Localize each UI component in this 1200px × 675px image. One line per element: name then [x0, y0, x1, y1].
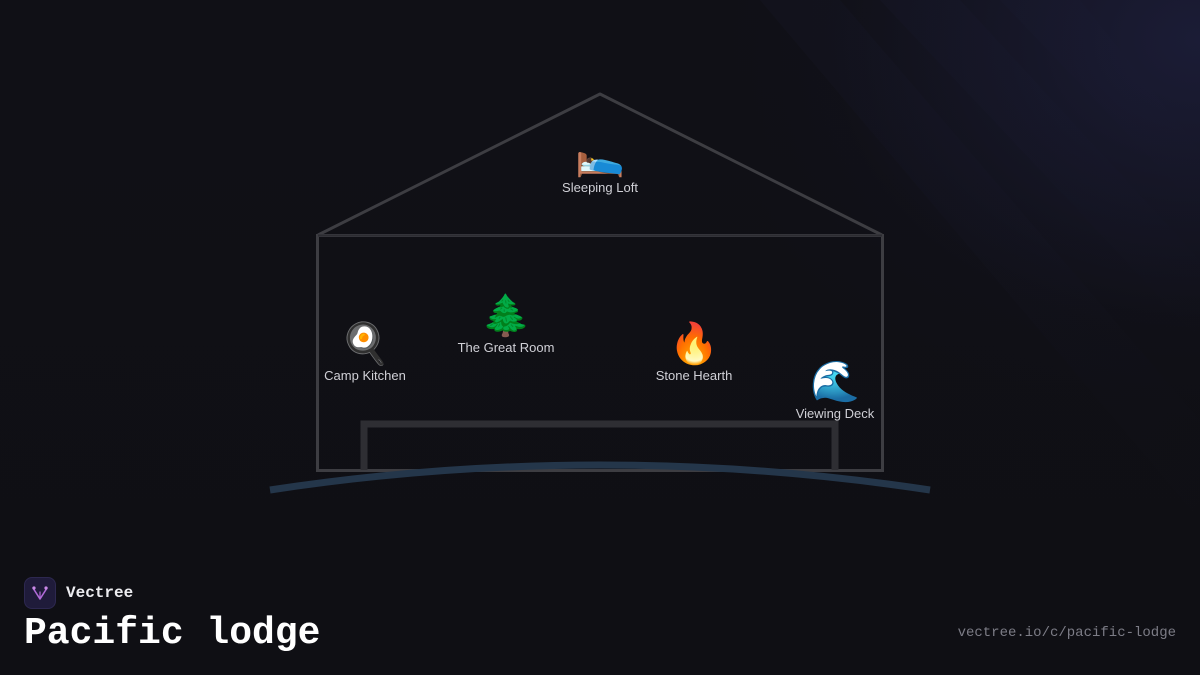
page-title: Pacific lodge [24, 612, 321, 655]
water-wave-icon: 🌊 [810, 360, 860, 404]
ground-arc [269, 461, 931, 494]
room-label: Stone Hearth [655, 368, 733, 383]
brand[interactable]: Vectree [24, 577, 133, 609]
vectree-logo-icon [24, 577, 56, 609]
room-label: The Great Room [457, 340, 555, 355]
inner-frame [360, 420, 839, 470]
room-viewing-deck[interactable]: 🌊 Viewing Deck [796, 360, 875, 422]
fire-icon: 🔥 [669, 322, 719, 366]
frying-pan-icon: 🍳 [340, 322, 390, 366]
room-label: Viewing Deck [795, 406, 875, 421]
evergreen-tree-icon: 🌲 [481, 294, 531, 338]
room-label: Camp Kitchen [324, 368, 406, 383]
room-label: Sleeping Loft [562, 180, 638, 195]
bed-icon: 🛌 [575, 134, 625, 178]
room-great-room[interactable]: 🌲 The Great Room [458, 294, 555, 356]
room-stone-hearth[interactable]: 🔥 Stone Hearth [656, 322, 733, 384]
room-camp-kitchen[interactable]: 🍳 Camp Kitchen [324, 322, 406, 384]
roof-outline [317, 92, 883, 237]
room-sleeping-loft[interactable]: 🛌 Sleeping Loft [562, 134, 638, 196]
page-url[interactable]: vectree.io/c/pacific-lodge [957, 625, 1176, 641]
brand-name: Vectree [66, 584, 134, 602]
